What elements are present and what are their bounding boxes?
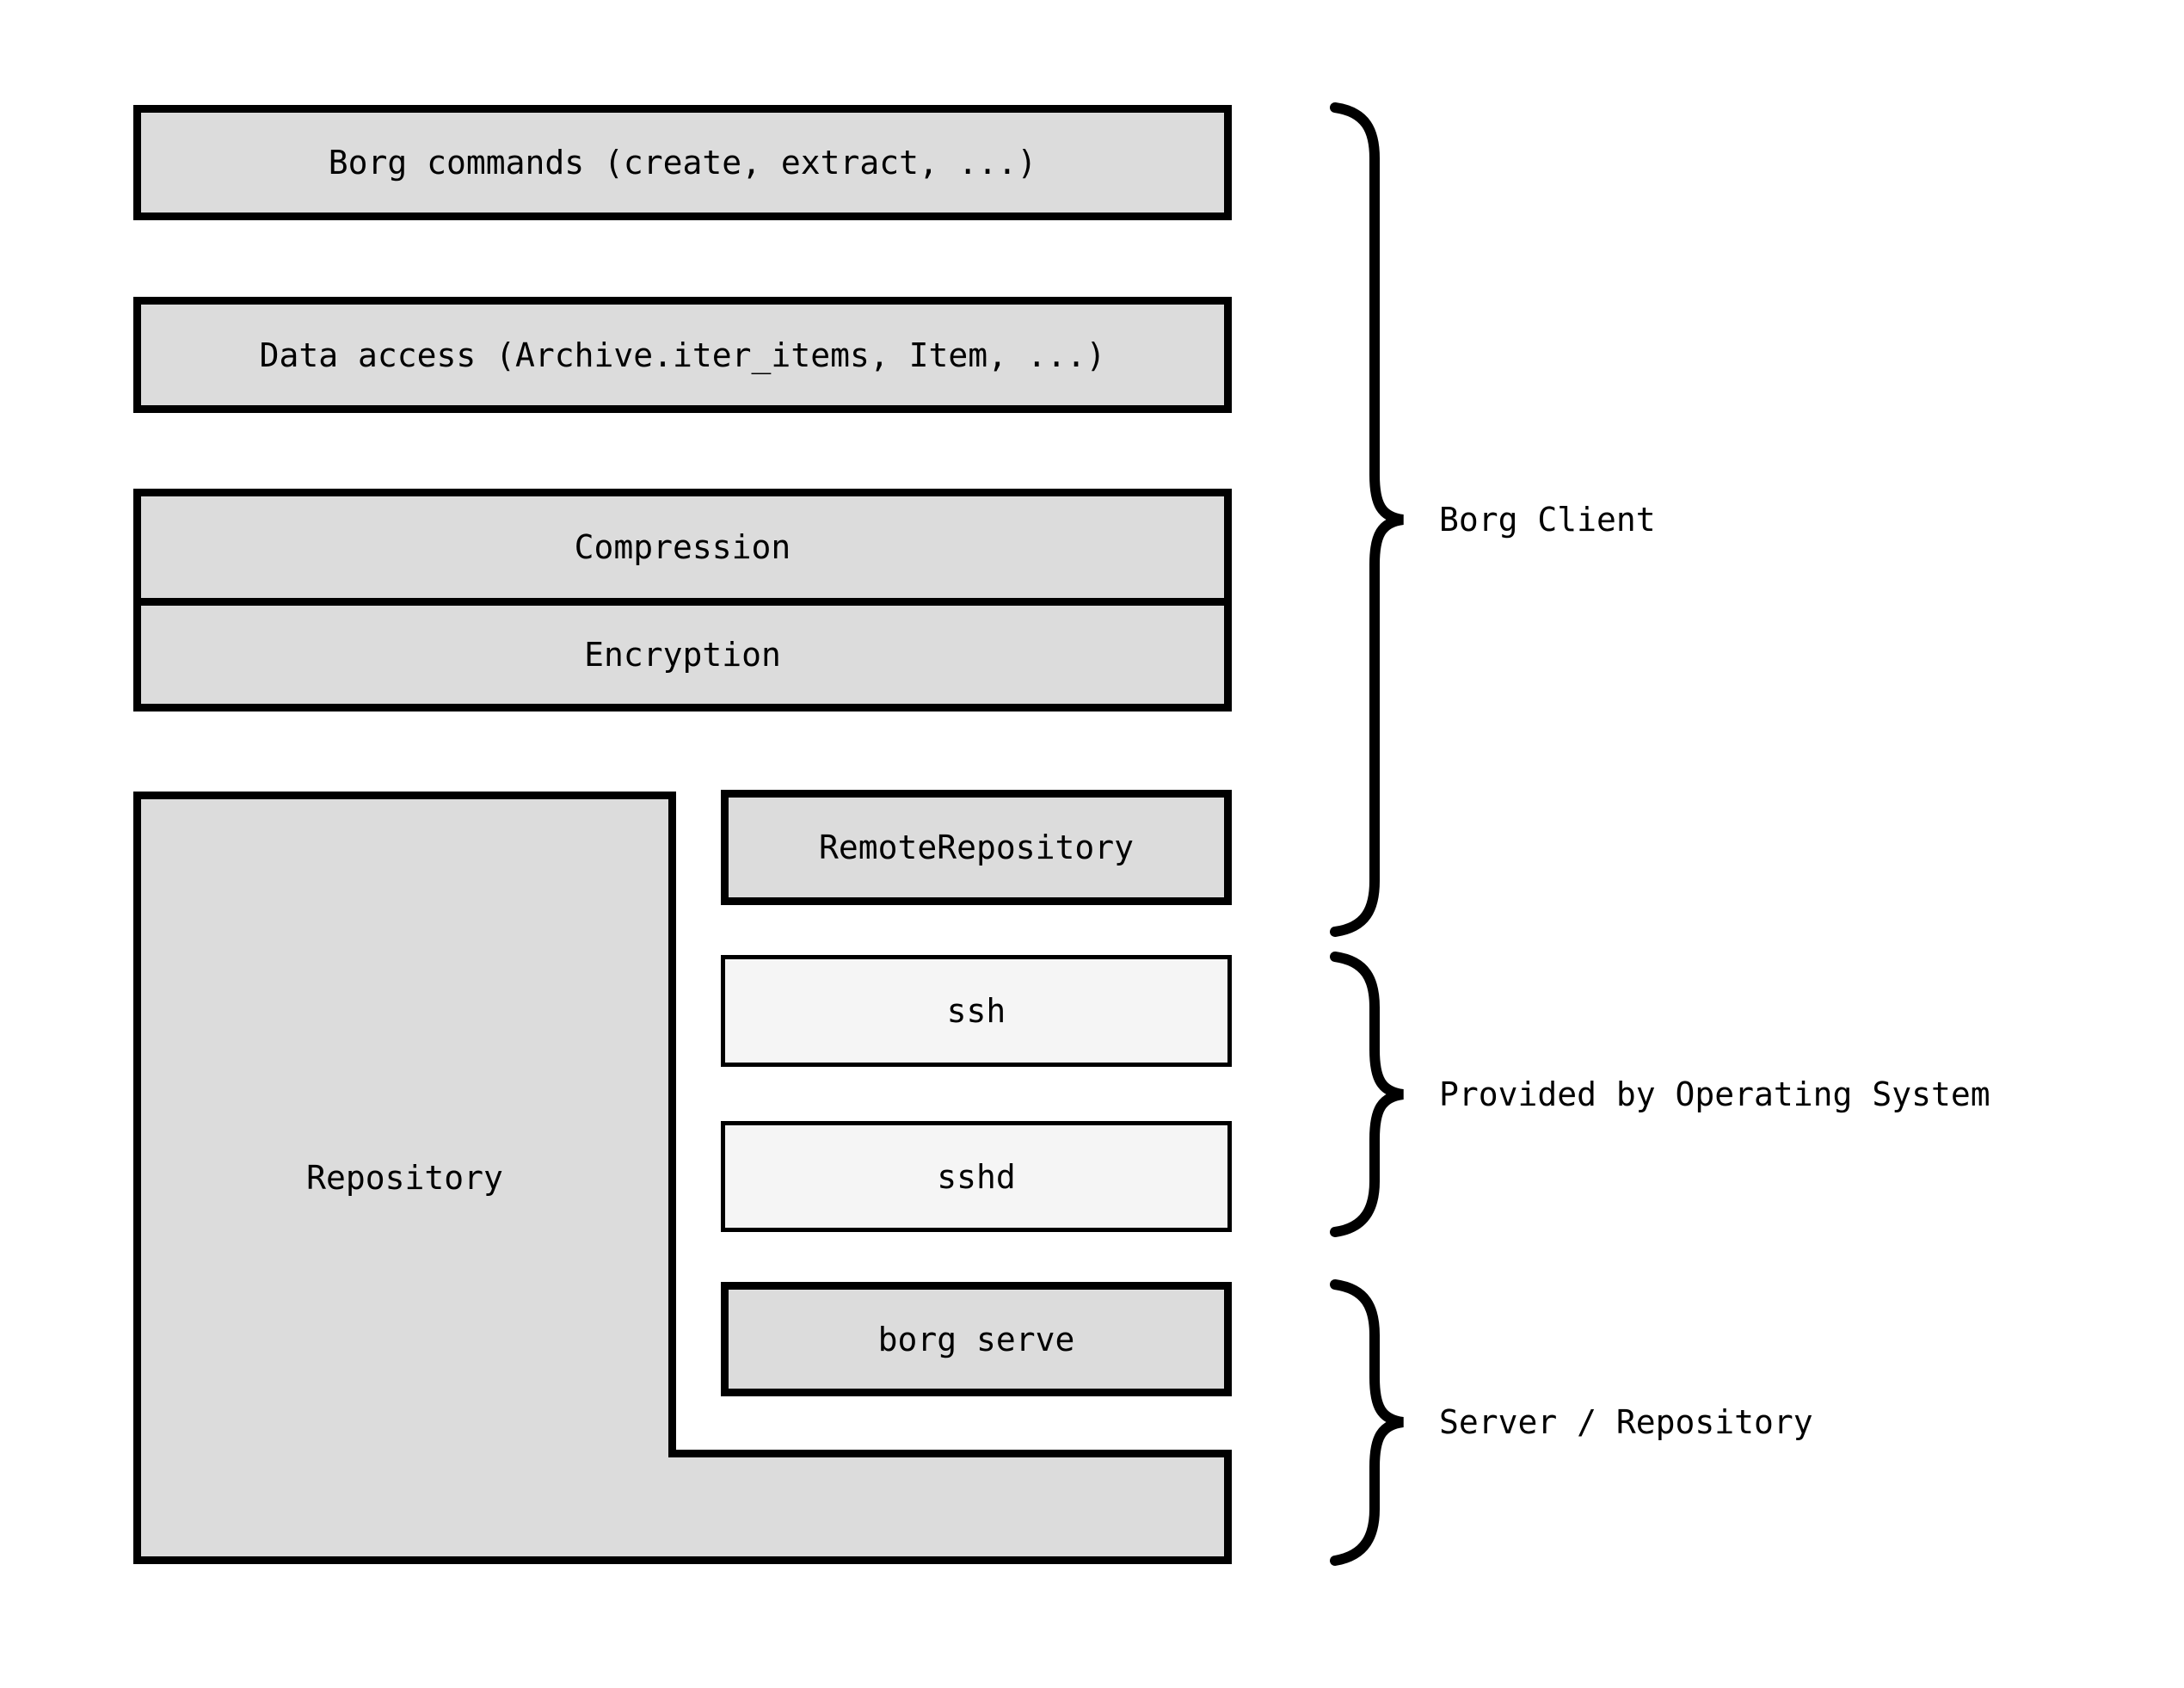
box-borg-serve: borg serve bbox=[721, 1282, 1232, 1396]
group-label-borg-client-text: Borg Client bbox=[1439, 501, 1656, 539]
box-borg-commands-label: Borg commands (create, extract, ...) bbox=[328, 144, 1037, 182]
group-label-server-repository: Server / Repository bbox=[1439, 1398, 1813, 1446]
box-ssh: ssh bbox=[721, 955, 1232, 1067]
group-label-server-repository-text: Server / Repository bbox=[1439, 1403, 1813, 1441]
box-borg-commands: Borg commands (create, extract, ...) bbox=[133, 105, 1232, 220]
box-data-access-label: Data access (Archive.iter_items, Item, .… bbox=[259, 336, 1106, 374]
box-remote-repository: RemoteRepository bbox=[721, 790, 1232, 905]
brace-server-repository bbox=[1330, 1279, 1405, 1566]
box-remote-repository-label: RemoteRepository bbox=[818, 829, 1135, 866]
box-sshd-label: sshd bbox=[937, 1157, 1016, 1196]
brace-borg-client bbox=[1330, 102, 1405, 937]
compression-encryption-divider bbox=[141, 598, 1224, 606]
box-ssh-label: ssh bbox=[946, 992, 1006, 1030]
group-label-borg-client: Borg Client bbox=[1439, 496, 1656, 544]
box-encryption-label: Encryption bbox=[584, 636, 781, 674]
brace-provided-by-os bbox=[1330, 952, 1405, 1237]
box-sshd: sshd bbox=[721, 1121, 1232, 1232]
repository-l-shape bbox=[133, 792, 1232, 1564]
box-encryption: Encryption bbox=[141, 606, 1224, 704]
box-compression-label: Compression bbox=[574, 528, 791, 566]
group-label-provided-by-os-text: Provided by Operating System bbox=[1439, 1075, 1990, 1113]
box-compression-encryption-stack: Compression Encryption bbox=[133, 489, 1232, 712]
box-borg-serve-label: borg serve bbox=[877, 1320, 1075, 1358]
box-compression: Compression bbox=[141, 496, 1224, 598]
group-label-provided-by-os: Provided by Operating System bbox=[1439, 1070, 1990, 1118]
box-data-access: Data access (Archive.iter_items, Item, .… bbox=[133, 297, 1232, 413]
